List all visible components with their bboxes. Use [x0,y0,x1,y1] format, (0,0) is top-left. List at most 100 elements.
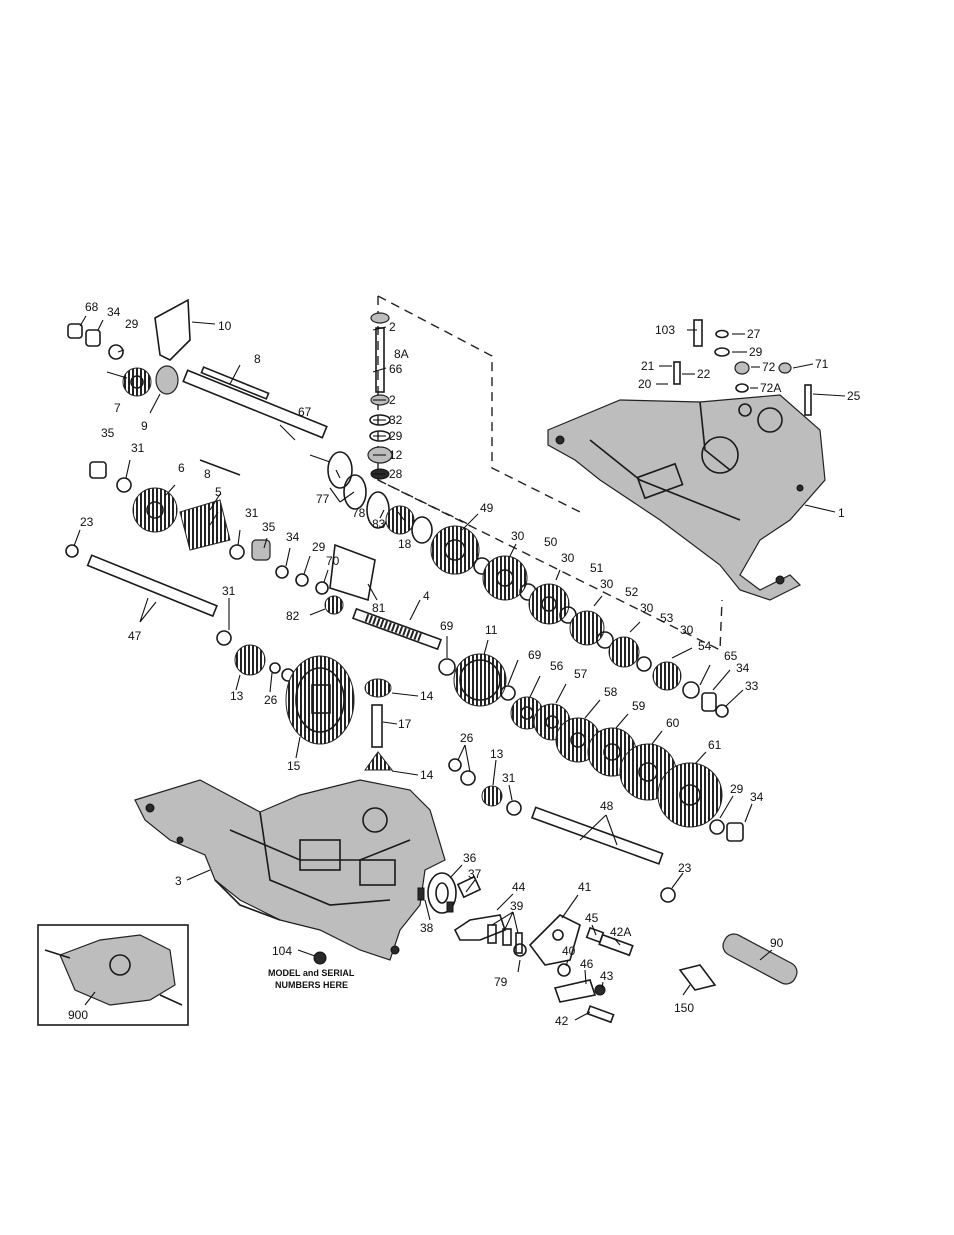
callout-43: 43 [600,969,614,983]
callout-79: 79 [494,975,508,989]
shaft-48-part [530,806,664,865]
callout-17: 17 [398,717,412,731]
callout-60: 60 [666,716,680,730]
consumables [678,933,798,991]
callout-12: 12 [389,448,403,462]
callout-69b: 69 [528,648,542,662]
callout-26b: 26 [460,731,474,745]
callout-8b: 8 [204,467,211,481]
callout-900: 900 [68,1008,88,1022]
gear-stack-upper [430,525,729,718]
model-serial-note: MODEL and SERIAL NUMBERS HERE [268,968,355,990]
callout-72A: 72A [760,381,781,395]
callout-39: 39 [510,899,524,913]
gear-stack-lower [438,653,744,842]
callout-9: 9 [141,419,148,433]
callout-31: 31 [131,441,145,455]
assembly-dashed-outline [377,295,723,652]
callout-28: 28 [389,467,403,481]
callout-38: 38 [420,921,434,935]
note-line-2: NUMBERS HERE [275,980,348,990]
callout-2: 2 [389,320,396,334]
callout-31b: 31 [245,506,259,520]
callout-52: 52 [625,585,639,599]
callout-7: 7 [114,401,121,415]
callout-4: 4 [423,589,430,603]
callout-72: 72 [762,360,776,374]
callout-26: 26 [264,693,278,707]
callout-27: 27 [747,327,761,341]
callout-32: 32 [389,413,403,427]
callout-66: 66 [389,362,403,376]
callout-6: 6 [178,461,185,475]
callout-42: 42 [555,1014,569,1028]
callout-78: 78 [352,506,366,520]
lower-housing-part [134,779,446,961]
callout-29: 29 [125,317,139,331]
callout-8A: 8A [394,347,409,361]
inset-complete-assembly [37,924,189,1026]
callout-36: 36 [463,851,477,865]
callout-44: 44 [512,880,526,894]
callout-45: 45 [585,911,599,925]
callout-2b: 2 [389,393,396,407]
top-right-hardware [673,319,812,416]
callout-34b: 34 [286,530,300,544]
callout-46: 46 [580,957,594,971]
callout-30: 30 [511,529,525,543]
callout-65: 65 [724,649,738,663]
callout-77: 77 [316,492,330,506]
callout-31d: 31 [502,771,516,785]
callout-50: 50 [544,535,558,549]
callout-37: 37 [468,867,482,881]
callout-25: 25 [847,389,861,403]
callout-29c: 29 [389,429,403,443]
shaft-67-part [182,369,331,463]
callout-49: 49 [480,501,494,515]
callout-10: 10 [218,319,232,333]
callout-54: 54 [698,639,712,653]
callout-13b: 13 [490,747,504,761]
callout-29d: 29 [749,345,763,359]
callout-33: 33 [745,679,759,693]
callout-3: 3 [175,874,182,888]
callout-104: 104 [272,944,292,958]
callout-11: 11 [485,623,498,637]
callout-30d: 30 [640,601,654,615]
callout-13: 13 [230,689,244,703]
callout-20: 20 [638,377,652,391]
callout-8: 8 [254,352,261,366]
callout-30b: 30 [561,551,575,565]
callout-56: 56 [550,659,564,673]
callout-34: 34 [107,305,121,319]
callout-5: 5 [215,485,222,499]
callout-1: 1 [838,506,845,520]
callout-23b: 23 [678,861,692,875]
callout-69: 69 [440,619,454,633]
callout-labels: 68 34 29 10 8 7 9 67 35 31 8 6 5 23 31 3… [68,300,861,1028]
callout-29e: 29 [730,782,744,796]
callout-40: 40 [562,944,576,958]
upper-housing-part [547,394,826,601]
callout-42A: 42A [610,925,631,939]
callout-35: 35 [101,426,115,440]
shaft-47-part [86,554,218,618]
callout-90: 90 [770,936,784,950]
callout-61: 61 [708,738,722,752]
callout-59: 59 [632,699,646,713]
callout-67: 67 [298,405,312,419]
callout-41: 41 [578,880,592,894]
callout-30e: 30 [680,623,694,637]
callout-48: 48 [600,799,614,813]
callout-34c: 34 [736,661,750,675]
callout-35b: 35 [262,520,276,534]
callout-29b: 29 [312,540,326,554]
callout-68: 68 [85,300,99,314]
callout-34d: 34 [750,790,764,804]
callout-31c: 31 [222,584,236,598]
callout-82: 82 [286,609,300,623]
callout-83: 83 [372,517,386,531]
callout-81: 81 [372,601,386,615]
vertical-shaft-66-part [367,312,393,480]
